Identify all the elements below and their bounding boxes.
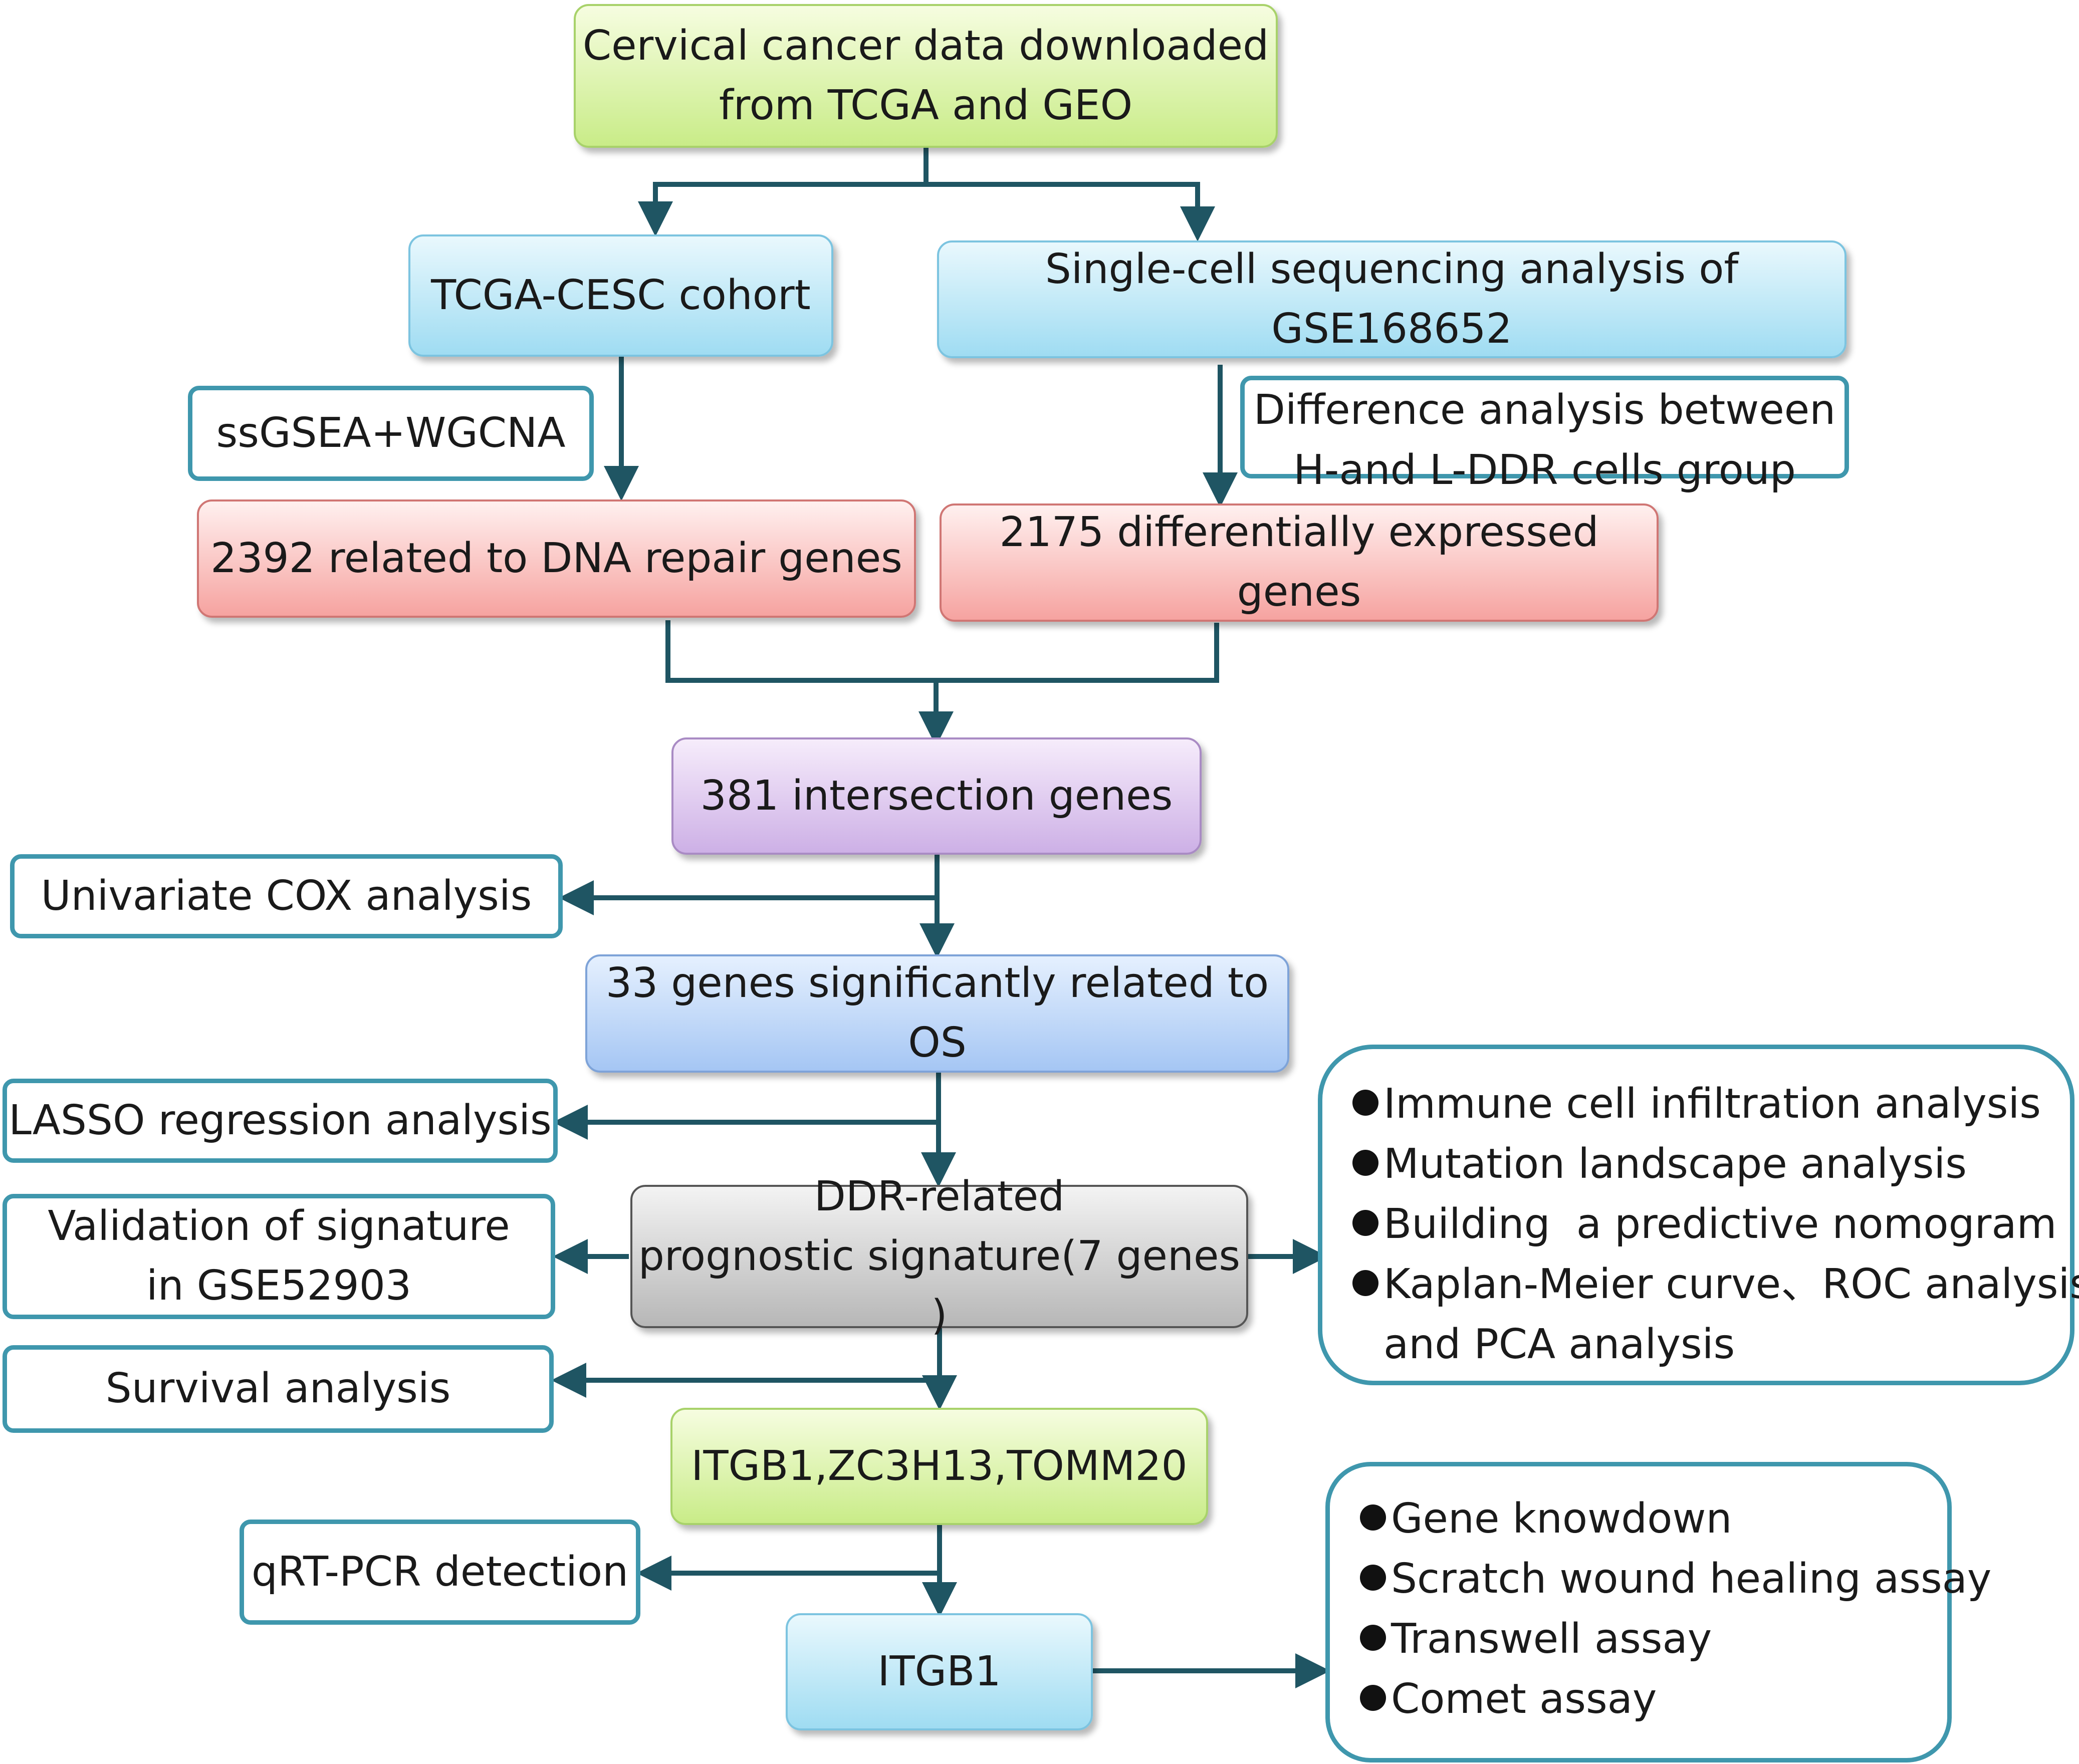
ddr-signature-line-2: prognostic signature(7 genes ) bbox=[638, 1232, 1241, 1340]
single-cell-box: Single-cell sequencing analysis of GSE16… bbox=[937, 240, 1846, 358]
source-data-line-1: Cervical cancer data downloaded bbox=[582, 22, 1269, 70]
analysis-item-nomogram: Building a predictive nomogram bbox=[1352, 1194, 2056, 1254]
analysis-item-km-roc-continued: and PCA analysis bbox=[1383, 1321, 1735, 1368]
merge-connector bbox=[665, 620, 1219, 683]
ssgsea-wgcna-box: ssGSEA+WGCNA bbox=[188, 386, 594, 481]
bullet-icon bbox=[1360, 1565, 1386, 1591]
difference-analysis-box: Difference analysis between H-and L-DDR … bbox=[1240, 376, 1849, 494]
lasso-regression-box: LASSO regression analysis bbox=[3, 1079, 558, 1163]
os-genes-label: 33 genes significantly related to OS bbox=[605, 959, 1269, 1067]
ddr-signature-box: DDR-related prognostic signature(7 genes… bbox=[630, 1173, 1248, 1339]
validation-line-2: in GSE52903 bbox=[146, 1262, 412, 1310]
tcga-cohort-label: TCGA-CESC cohort bbox=[431, 271, 811, 319]
bullet-icon bbox=[1360, 1504, 1386, 1531]
experiment-item-knockdown: Gene knowdown bbox=[1360, 1489, 1927, 1549]
source-to-singlecell-arrow bbox=[926, 182, 1215, 241]
univariate-cox-box: Univariate COX analysis bbox=[10, 854, 563, 938]
bullet-icon bbox=[1352, 1150, 1378, 1176]
ssgsea-wgcna-label: ssGSEA+WGCNA bbox=[216, 409, 566, 457]
lasso-regression-label: LASSO regression analysis bbox=[9, 1096, 552, 1144]
ddr-signature-line-1: DDR-related bbox=[814, 1172, 1065, 1220]
bullet-icon bbox=[1360, 1685, 1386, 1711]
experiment-item-scratch: Scratch wound healing assay bbox=[1360, 1549, 1991, 1609]
survival-analysis-label: Survival analysis bbox=[105, 1365, 451, 1413]
itgb1-experiments-box: Gene knowdown Scratch wound healing assa… bbox=[1325, 1462, 1991, 1762]
qrtpcr-label: qRT-PCR detection bbox=[251, 1548, 629, 1596]
source-to-tcga-arrow bbox=[638, 148, 929, 236]
source-data-box: Cervical cancer data downloaded from TCG… bbox=[574, 4, 1278, 148]
itgb1-box: ITGB1 bbox=[786, 1613, 1093, 1730]
analysis-item-km-roc: Kaplan-Meier curve、ROC analysis bbox=[1352, 1254, 2079, 1315]
univariate-cox-label: Univariate COX analysis bbox=[41, 872, 532, 920]
validation-box: Validation of signature in GSE52903 bbox=[3, 1194, 555, 1319]
os-genes-box: 33 genes significantly related to OS bbox=[585, 954, 1289, 1073]
hub-genes-label: ITGB1,ZC3H13,TOMM20 bbox=[691, 1442, 1188, 1490]
dna-repair-genes-box: 2392 related to DNA repair genes bbox=[197, 499, 916, 618]
source-data-line-2: from TCGA and GEO bbox=[719, 81, 1133, 129]
analysis-item-mutation: Mutation landscape analysis bbox=[1352, 1134, 2050, 1194]
analysis-item-immune: Immune cell infiltration analysis bbox=[1352, 1074, 2050, 1134]
single-cell-label: Single-cell sequencing analysis of GSE16… bbox=[1045, 245, 1739, 353]
itgb1-label: ITGB1 bbox=[877, 1647, 1001, 1695]
difference-analysis-line-1: Difference analysis between bbox=[1253, 386, 1836, 434]
difference-analysis-line-2: H-and L-DDR cells group bbox=[1293, 446, 1796, 494]
bullet-icon bbox=[1352, 1090, 1378, 1116]
intersection-genes-box: 381 intersection genes bbox=[671, 737, 1202, 855]
deg-label: 2175 differentially expressed genes bbox=[999, 509, 1599, 616]
dna-repair-genes-label: 2392 related to DNA repair genes bbox=[210, 534, 902, 582]
bullet-icon bbox=[1360, 1625, 1386, 1651]
experiment-item-comet: Comet assay bbox=[1360, 1669, 1927, 1729]
signature-analyses-box: Immune cell infiltration analysis Mutati… bbox=[1318, 1045, 2079, 1385]
bullet-icon bbox=[1352, 1270, 1378, 1296]
intersection-genes-label: 381 intersection genes bbox=[700, 772, 1173, 820]
survival-analysis-box: Survival analysis bbox=[3, 1345, 554, 1433]
hub-genes-box: ITGB1,ZC3H13,TOMM20 bbox=[670, 1408, 1208, 1525]
qrtpcr-box: qRT-PCR detection bbox=[240, 1520, 640, 1625]
tcga-cohort-box: TCGA-CESC cohort bbox=[408, 234, 833, 357]
bullet-icon bbox=[1352, 1210, 1378, 1236]
validation-line-1: Validation of signature bbox=[48, 1202, 510, 1250]
experiment-item-transwell: Transwell assay bbox=[1360, 1609, 1927, 1669]
deg-box: 2175 differentially expressed genes bbox=[940, 503, 1659, 622]
